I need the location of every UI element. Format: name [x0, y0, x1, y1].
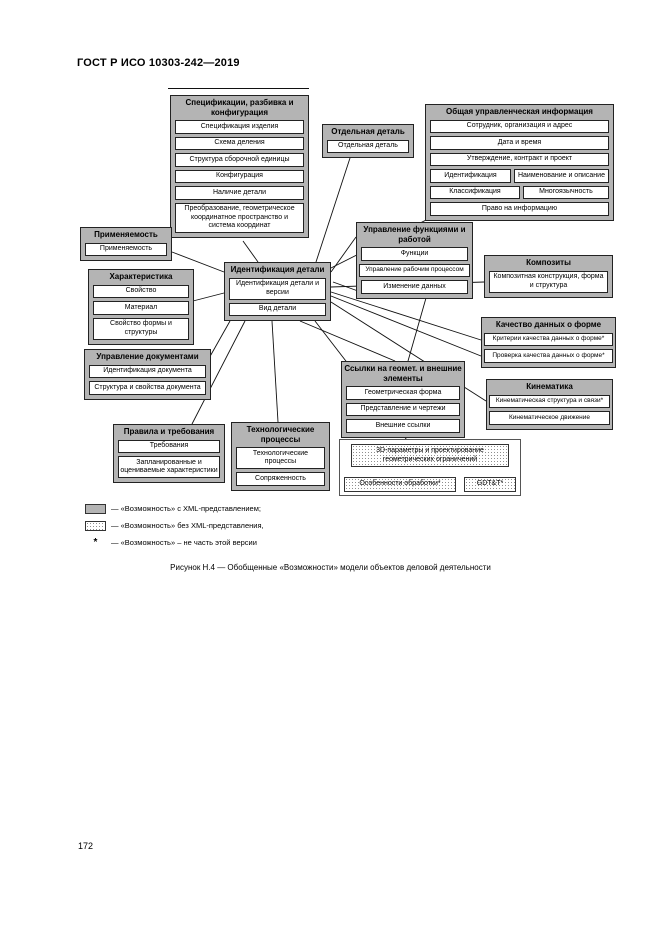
group-3d-header: 3D-параметры и проектирование геометриче… [351, 444, 509, 467]
box-rules-requirements: Правила и требования Требования Запланир… [113, 424, 225, 483]
group-3d-parameters: 3D-параметры и проектирование геометриче… [339, 439, 521, 496]
legend: — «Возможность» с XML-представлением; — … [85, 503, 264, 554]
capability-item: Схема деления [175, 136, 304, 150]
box-title: Отдельная деталь [331, 127, 405, 136]
box-title: Управление документами [96, 352, 199, 361]
box-applicability: Применяемость Применяемость [80, 227, 172, 261]
page-header: ГОСТ Р ИСО 10303-242—2019 [77, 57, 240, 69]
legend-label: — «Возможность» без XML-представления, [111, 521, 264, 530]
page-number: 172 [78, 841, 94, 851]
box-kinematics: Кинематика Кинематическая структура и св… [486, 379, 613, 430]
box-title: Технологические процессы [246, 425, 315, 444]
legend-swatch-gray [85, 503, 106, 514]
capability-item: Конфигурация [175, 169, 304, 183]
figure-caption: Рисунок Н.4 — Обобщенные «Возможности» м… [170, 563, 491, 572]
capability-item: Дата и время [430, 136, 609, 150]
capability-item: Геометрическая форма [346, 386, 460, 400]
capability-item: Идентификация детали и версии [229, 277, 326, 300]
capability-item: Сопряженность [236, 472, 325, 486]
box-title: Спецификации, разбивка и конфигурация [185, 98, 294, 117]
box-title: Правила и требования [123, 427, 215, 436]
box-document-management: Управление документами Идентификация док… [84, 349, 211, 400]
capability-item: Сотрудник, организация и адрес [430, 119, 609, 133]
capability-item: Критерии качества данных о форме* [484, 332, 613, 346]
capability-item: Многоязычность [522, 185, 609, 199]
box-title: Характеристика [109, 272, 173, 281]
capability-item: Внешние ссылки [346, 419, 460, 433]
legend-row: * — «Возможность» – не часть этой версии [85, 537, 264, 548]
capability-item: Структура сборочной единицы [175, 153, 304, 167]
capability-item: Идентификация документа [89, 364, 206, 378]
capability-item: Проверка качества данных о форме* [484, 349, 613, 363]
capability-item: Структура и свойства документа [89, 381, 206, 395]
legend-row: — «Возможность» с XML-представлением; [85, 503, 264, 514]
box-title: Композиты [526, 258, 571, 267]
capability-item: Кинематическая структура и связи* [489, 394, 610, 408]
capability-item: Требования [118, 439, 220, 453]
box-characteristic: Характеристика Свойство Материал Свойств… [88, 269, 194, 345]
capability-item: Применяемость [85, 242, 167, 256]
capability-item: Функции [361, 247, 468, 261]
capability-item: Управление рабочим процессом [359, 263, 470, 277]
capability-item: Наименование и описание [513, 169, 609, 183]
box-title: Применяемость [94, 230, 158, 239]
box-title: Качество данных о форме [495, 320, 602, 329]
capability-item: Классификация [430, 185, 520, 199]
capability-item: Композитная конструкция, форма и структу… [489, 270, 608, 293]
capability-item: Запланированные и оцениваемые характерис… [118, 456, 220, 478]
box-geometry-references: Ссылки на геомет. и внешние элементы Гео… [341, 361, 465, 438]
box-title: Идентификация детали [230, 265, 325, 274]
capability-item: Технологические процессы [236, 447, 325, 469]
box-composites: Композиты Композитная конструкция, форма… [484, 255, 613, 298]
capability-item: Утверждение, контракт и проект [430, 152, 609, 166]
box-single-part: Отдельная деталь Отдельная деталь [322, 124, 414, 158]
box-technological-processes: Технологические процессы Технологические… [231, 422, 330, 491]
capability-item-pair: Классификация Многоязычность [430, 185, 609, 199]
capability-item: Представление и чертежи [346, 402, 460, 416]
legend-label: — «Возможность» с XML-представлением; [111, 504, 261, 513]
legend-label: — «Возможность» – не часть этой версии [111, 538, 257, 547]
capability-item: Спецификация изделия [175, 120, 304, 134]
capability-item: Особенности обработки* [344, 477, 456, 492]
box-specifications: Спецификации, разбивка и конфигурация Сп… [170, 95, 309, 238]
capability-item: Наличие детали [175, 186, 304, 200]
capability-item: Отдельная деталь [327, 139, 409, 153]
capability-item: Кинематическое движение [489, 411, 610, 425]
top-rule-line [168, 88, 309, 89]
box-part-identification: Идентификация детали Идентификация детал… [224, 262, 331, 321]
capability-item: Изменение данных [361, 280, 468, 294]
box-title: Кинематика [526, 382, 573, 391]
capability-item: Свойство [93, 284, 189, 298]
legend-swatch-dotted [85, 520, 106, 531]
box-shape-data-quality: Качество данных о форме Критерии качеств… [481, 317, 616, 368]
capability-item: Право на информацию [430, 202, 609, 216]
legend-row: — «Возможность» без XML-представления, [85, 520, 264, 531]
capability-item: Свойство формы и структуры [93, 317, 189, 340]
box-title: Управление функциями и работой [363, 225, 466, 244]
capability-item: Преобразование, геометрическое координат… [175, 202, 304, 233]
capability-item-pair: Идентификация Наименование и описание [430, 169, 609, 183]
capability-item: GDT&T* [464, 477, 516, 492]
box-title: Общая управленческая информация [446, 107, 593, 116]
box-general-management: Общая управленческая информация Сотрудни… [425, 104, 614, 221]
box-title: Ссылки на геомет. и внешние элементы [344, 364, 462, 383]
capability-item: Материал [93, 301, 189, 315]
capability-item: Идентификация [430, 169, 511, 183]
capability-item: Вид детали [229, 302, 326, 316]
legend-asterisk: * [93, 536, 98, 548]
box-function-management: Управление функциями и работой Функции У… [356, 222, 473, 299]
